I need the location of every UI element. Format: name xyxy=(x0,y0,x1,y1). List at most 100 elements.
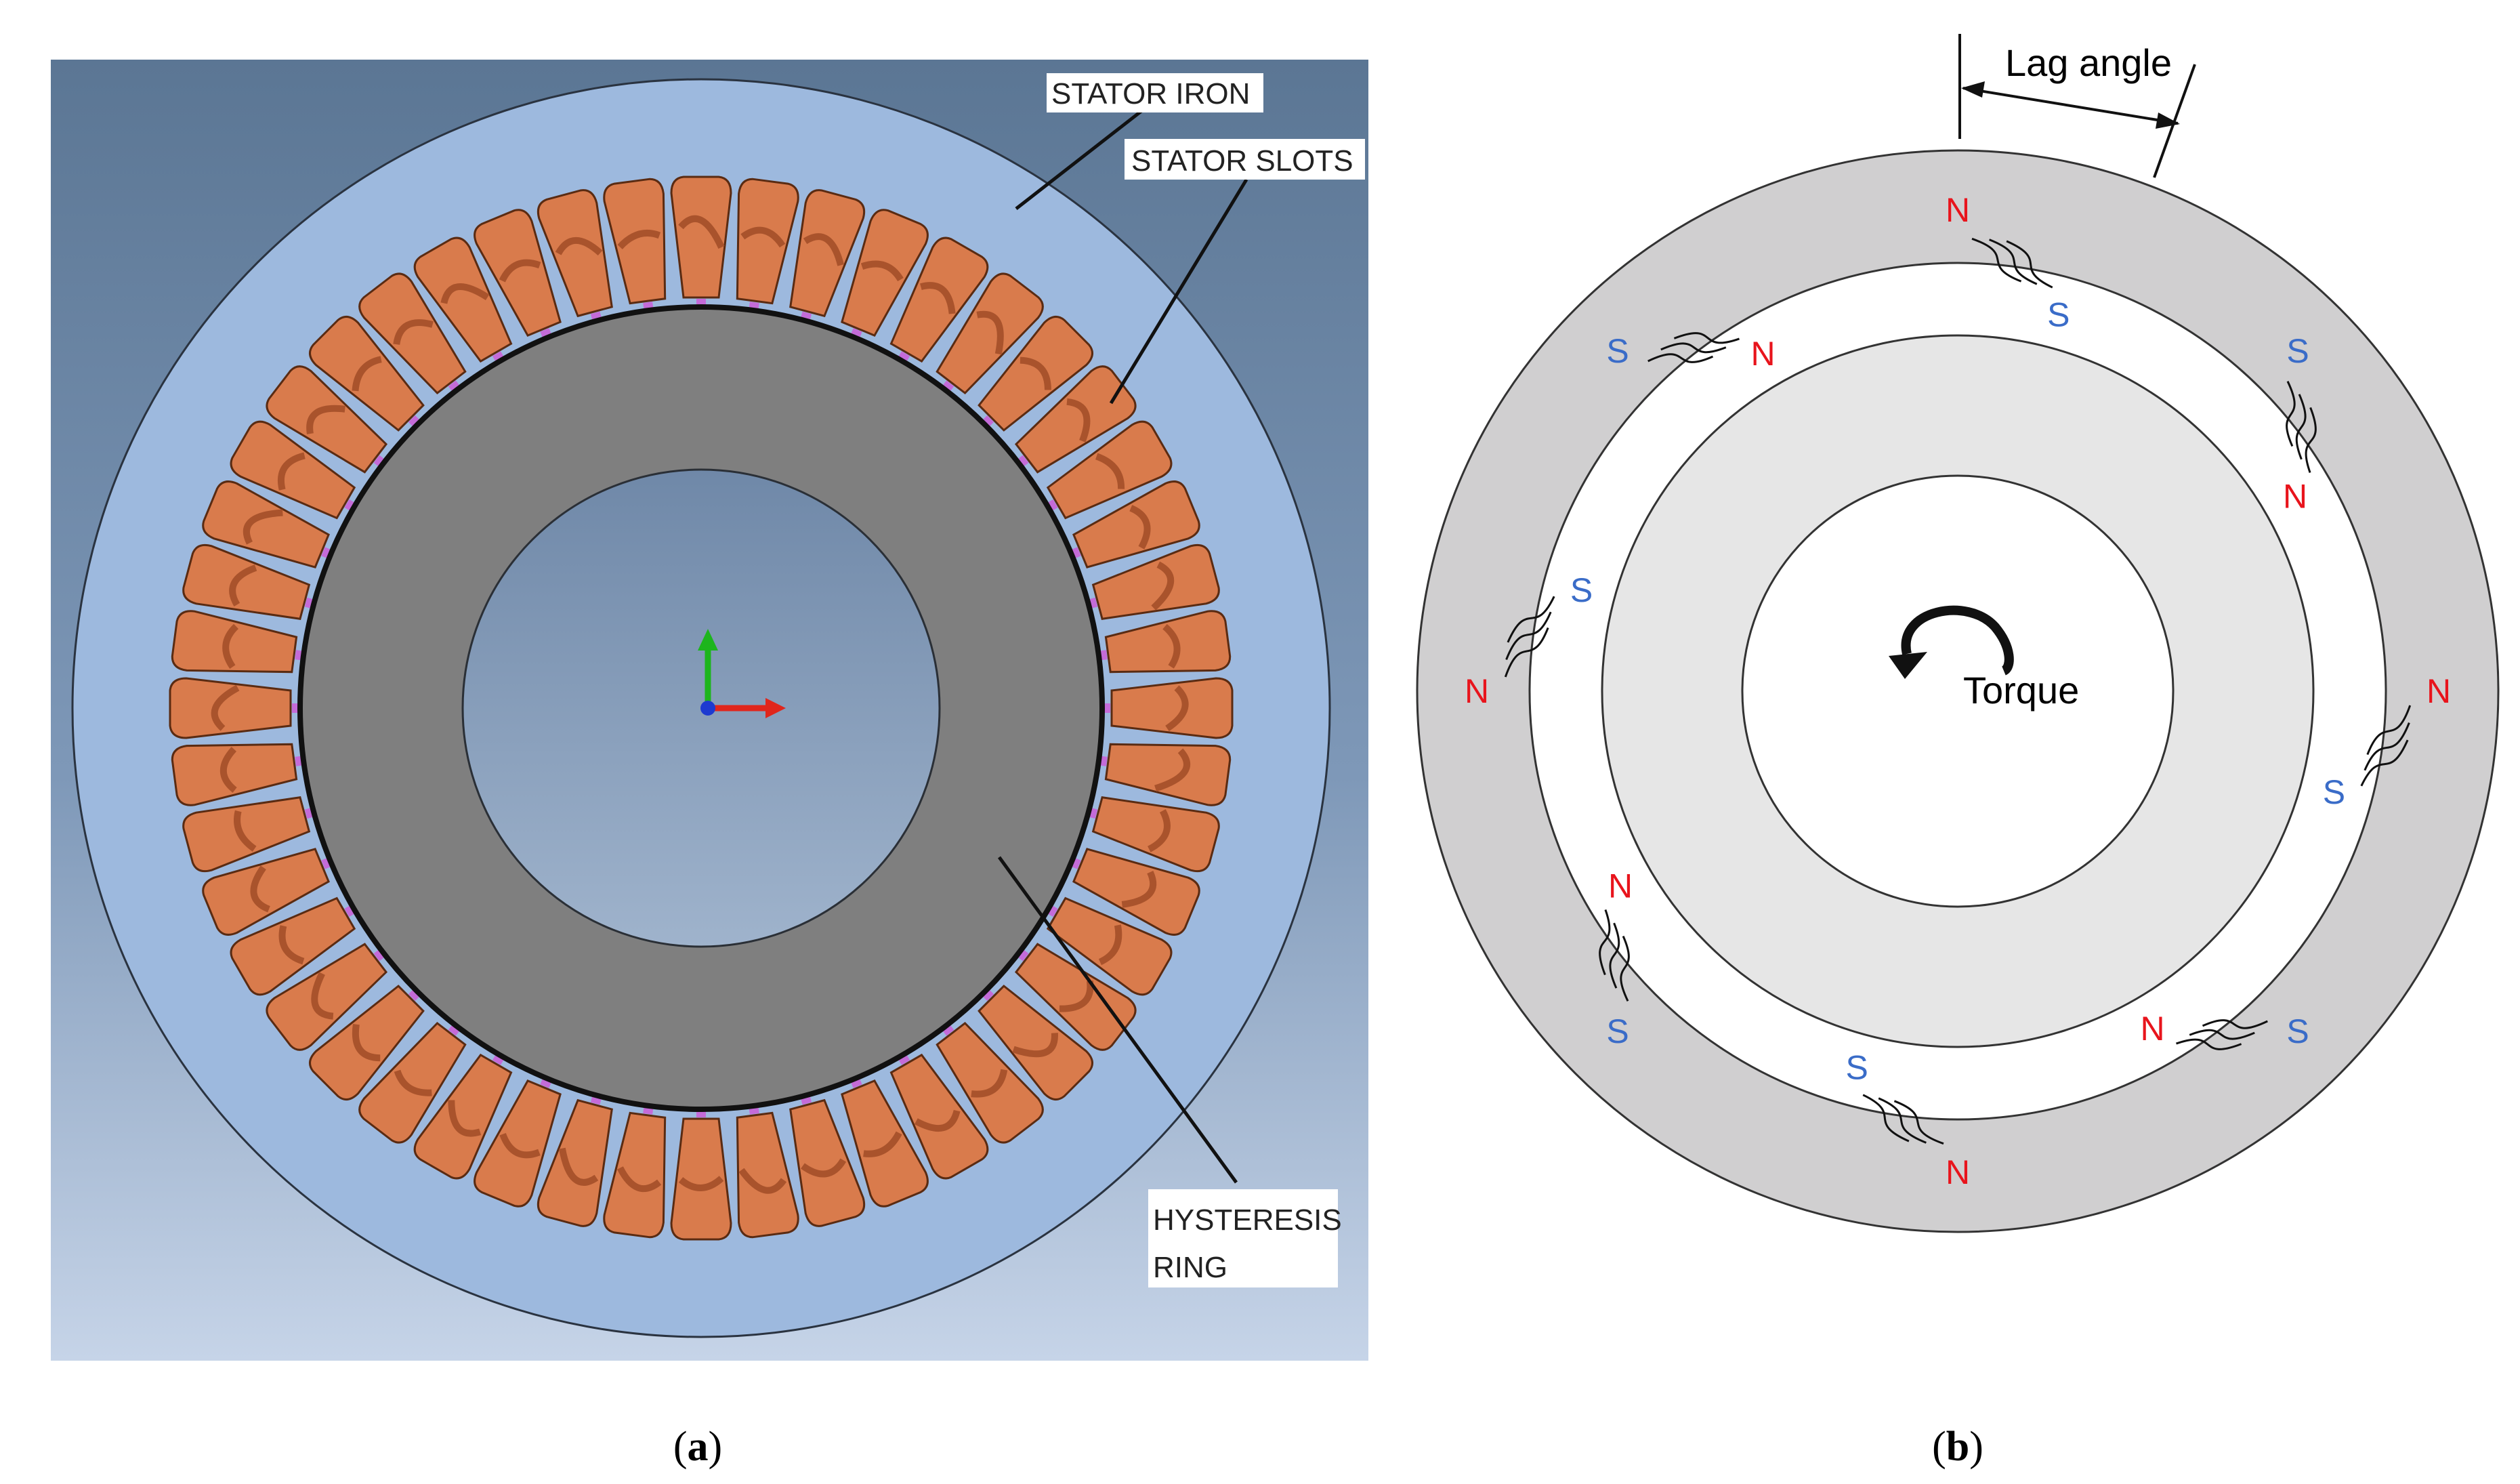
stator-slot xyxy=(230,420,356,520)
stator-pole-label: N xyxy=(1946,1153,1970,1191)
stator-slot xyxy=(736,1105,799,1239)
stator-slot xyxy=(889,236,989,363)
stator-slot xyxy=(230,896,356,996)
stator-slot xyxy=(309,316,425,432)
rotor-pole-label: S xyxy=(2323,773,2345,811)
flux-lines-group xyxy=(1504,237,2412,1145)
stator-slot xyxy=(1087,543,1220,620)
stator-slot xyxy=(1014,943,1137,1051)
panel-b-hysteresis-principle: N S N S N S N S S N S N S N S N Lag angl xyxy=(1416,34,2500,1470)
stator-slot xyxy=(1070,848,1200,936)
stator-poles-group: N S N S N S N S xyxy=(1465,191,2451,1191)
flux-line xyxy=(1893,1100,1944,1145)
stator-slot xyxy=(358,272,467,395)
flux-line xyxy=(2295,394,2307,460)
rotor-pole-label: N xyxy=(1750,335,1775,373)
rotor-poles-group: S N S N S N S N xyxy=(1570,296,2345,1087)
caption-a: (a) xyxy=(673,1424,722,1470)
flux-line xyxy=(1507,596,1555,643)
stator-slot xyxy=(736,178,799,311)
stator-slot xyxy=(978,985,1093,1100)
stator-slots-group xyxy=(169,176,1234,1241)
stator-slot xyxy=(936,1021,1044,1144)
flux-line xyxy=(1599,909,1611,976)
flux-line xyxy=(1660,342,1727,354)
flux-line xyxy=(1504,627,1549,678)
stator-slot xyxy=(182,543,315,620)
stator-slot xyxy=(789,189,866,322)
stator-slot xyxy=(309,985,425,1100)
rotation-arrow-icon xyxy=(1889,605,2014,679)
flux-line xyxy=(2360,739,2409,787)
stator-slot xyxy=(537,1094,613,1227)
flux-line xyxy=(2364,722,2410,771)
torque-label: Torque xyxy=(1963,669,2079,712)
stator-iron-label: STATOR IRON xyxy=(1051,77,1250,110)
stator-slot xyxy=(603,1105,667,1239)
stator-slots-label: STATOR SLOTS xyxy=(1131,144,1353,178)
stator-slot xyxy=(266,943,388,1051)
stator-slot xyxy=(936,272,1044,395)
flux-line xyxy=(2189,1029,2255,1040)
stator-slot xyxy=(1046,420,1173,520)
caption-b: (b) xyxy=(1932,1424,1983,1470)
stator-iron-label-box xyxy=(1047,73,1263,112)
hysteresis-leader xyxy=(997,856,1238,1184)
stator-slot xyxy=(889,1053,989,1180)
flux-line xyxy=(1971,237,2022,283)
stator-pole-label: S xyxy=(1606,332,1629,370)
rotor-pole-label: S xyxy=(2047,296,2070,334)
hysteresis-label-box xyxy=(1148,1189,1338,1287)
flux-line xyxy=(2006,240,2053,289)
stator-slots-leader xyxy=(1109,178,1248,405)
lag-angle-label: Lag angle xyxy=(2005,41,2172,84)
flux-line xyxy=(1505,611,1552,660)
stator-pole-label: S xyxy=(2286,1012,2309,1050)
axis-triad-icon xyxy=(698,629,786,718)
stator-pole-label: S xyxy=(2286,332,2309,370)
hysteresis-label-line1: HYSTERESIS xyxy=(1153,1203,1342,1237)
rotor-pole-label: S xyxy=(1570,571,1593,609)
rotor-bore-b xyxy=(1741,474,2175,908)
panel-a-stator-model: STATOR IRON STATOR SLOTS HYSTERESIS RING… xyxy=(51,60,1368,1470)
flux-line xyxy=(1609,922,1620,989)
stator-slot xyxy=(1087,796,1220,873)
stator-slot xyxy=(841,209,929,339)
stator-pole-label: S xyxy=(1606,1012,1629,1050)
rotor-pole-label: N xyxy=(1608,867,1633,905)
stator-slot xyxy=(537,189,613,322)
stator-slot xyxy=(413,236,513,363)
stator-slots-label-box xyxy=(1125,139,1365,180)
stator-slot xyxy=(266,365,388,474)
flux-line xyxy=(1647,353,1714,363)
stator-pole-label: N xyxy=(1946,191,1970,229)
flux-line xyxy=(1673,332,1740,344)
stator-iron-leader xyxy=(1015,107,1146,210)
flux-line xyxy=(1620,935,1630,1002)
stator-slot xyxy=(169,677,300,739)
flux-line xyxy=(1862,1094,1910,1142)
stator-slot xyxy=(1046,896,1173,996)
flux-line xyxy=(2305,407,2317,473)
rotor-pole-label: N xyxy=(2283,478,2307,516)
hysteresis-label-line2: RING xyxy=(1153,1251,1227,1284)
flux-line xyxy=(2366,705,2412,756)
flux-line xyxy=(1878,1097,1927,1144)
stator-slot xyxy=(474,1077,562,1208)
stator-slot xyxy=(1098,743,1232,806)
flux-line xyxy=(2202,1019,2268,1029)
stator-pole-label: N xyxy=(1465,672,1489,710)
stator-slot xyxy=(1102,677,1234,739)
rotor-pole-label: N xyxy=(2140,1010,2164,1048)
rotor-pole-label: S xyxy=(1846,1048,1868,1086)
stator-slot xyxy=(358,1021,467,1144)
stator-slot xyxy=(978,316,1093,432)
stator-pole-label: N xyxy=(2427,672,2451,710)
stator-slot xyxy=(182,796,315,873)
flux-line xyxy=(2176,1038,2242,1050)
lag-angle-dimension xyxy=(1958,34,2196,178)
flux-line xyxy=(1989,239,2038,285)
stator-slot xyxy=(1014,365,1137,474)
flux-line xyxy=(2286,381,2296,447)
